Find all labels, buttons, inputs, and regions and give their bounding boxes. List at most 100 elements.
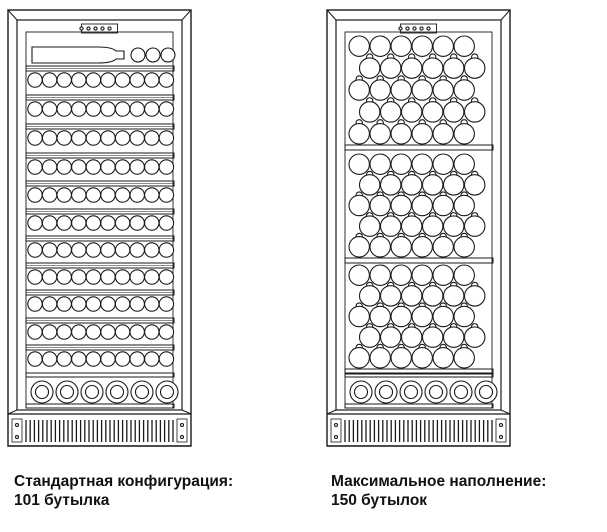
bottle-end	[100, 187, 116, 203]
bottle-end	[130, 47, 146, 63]
bottle-end	[348, 305, 370, 328]
display-shelf	[25, 403, 175, 409]
bottle-neck-ring	[109, 384, 125, 400]
bottle-end	[71, 269, 87, 285]
bottle-end	[463, 326, 486, 348]
bottle-end	[348, 123, 370, 145]
door-glass-frame	[335, 19, 502, 411]
display-shelf	[344, 372, 494, 378]
bottle-end	[85, 215, 102, 231]
bottle-end	[348, 194, 370, 217]
bottle-end	[129, 101, 145, 117]
bottle-end	[158, 130, 175, 146]
bottle-end	[400, 215, 423, 237]
bottle-end	[41, 351, 58, 367]
bottle-end	[41, 72, 58, 88]
bottle-end	[442, 174, 465, 196]
base-screw	[498, 422, 504, 428]
bottle-end	[100, 242, 116, 258]
bottle-end	[453, 236, 475, 258]
bottle-end	[144, 159, 160, 175]
bottle-end	[114, 351, 131, 367]
bottle-end	[129, 269, 145, 285]
bottle-end	[27, 72, 43, 88]
bottle-end	[100, 324, 116, 340]
bottle-end	[390, 264, 412, 286]
bottle-end	[144, 242, 160, 258]
bottle-end	[27, 324, 43, 340]
bottle-end	[56, 269, 72, 285]
bottle-end	[129, 324, 145, 340]
frame-corner	[7, 409, 18, 415]
bottle-end	[390, 153, 412, 175]
bottle-end	[432, 194, 454, 217]
bottle-end	[453, 79, 475, 101]
control-button	[405, 26, 410, 31]
bottle-end	[85, 187, 102, 203]
bottle-end	[442, 101, 465, 123]
bottle-end	[348, 264, 370, 286]
bottle-end	[432, 123, 454, 145]
frame-corner	[500, 9, 511, 21]
base-screw	[14, 434, 20, 440]
bottle-end	[432, 264, 454, 286]
bottle-end	[453, 264, 475, 286]
bottle-end	[390, 236, 412, 258]
bottle-end	[158, 324, 175, 340]
bottle-end	[379, 326, 402, 348]
bottle-end	[158, 242, 175, 258]
caption-maximum-count: 150 бутылок	[331, 492, 428, 509]
bottle-end	[463, 101, 486, 123]
bottle-end	[158, 72, 175, 88]
bottle-end	[463, 57, 486, 79]
bottle-end	[400, 57, 423, 79]
bottle-end	[56, 130, 72, 146]
frame-corner	[500, 409, 511, 415]
base-panel-right	[176, 418, 188, 443]
bottle-end	[390, 35, 412, 57]
bottle-end	[41, 159, 58, 175]
control-button	[419, 26, 424, 31]
control-button	[100, 26, 105, 31]
bottle-end	[421, 326, 444, 348]
frame-corner	[7, 9, 18, 21]
bottle-end	[56, 101, 72, 117]
bottle-end	[158, 187, 175, 203]
base-panel-right	[495, 418, 507, 443]
bottle-end	[453, 305, 475, 328]
bottle-end	[411, 264, 433, 286]
display-shelf	[25, 372, 175, 378]
bottle-neck-ring	[378, 384, 394, 400]
bottle-end	[379, 57, 402, 79]
frame-corner	[326, 9, 337, 21]
bottle-neck-ring	[353, 384, 369, 400]
bottle-end	[71, 130, 87, 146]
frame-corner	[326, 409, 337, 415]
bottle-end	[100, 130, 116, 146]
bottle-end	[348, 79, 370, 101]
bottle-end	[369, 35, 391, 57]
bottle-end	[158, 269, 175, 285]
bottle-end	[369, 305, 391, 328]
section-shelf	[344, 257, 494, 264]
bottle-end	[411, 347, 433, 369]
bottle-end	[56, 72, 72, 88]
bottle-end	[390, 194, 412, 217]
bottle-end	[100, 101, 116, 117]
bottle-end	[71, 101, 87, 117]
bottle-end	[27, 215, 43, 231]
frame-corner	[181, 409, 192, 415]
bottle-end	[85, 101, 102, 117]
bottle-end	[421, 101, 444, 123]
bottle-end	[144, 72, 160, 88]
bottle-end	[348, 236, 370, 258]
bottle-end	[41, 130, 58, 146]
bottle-end	[369, 79, 391, 101]
bottle-end	[27, 187, 43, 203]
bottle-end	[129, 187, 145, 203]
bottle-end	[129, 159, 145, 175]
bottle-end	[85, 296, 102, 312]
bottle-end	[432, 35, 454, 57]
bottle-end	[358, 215, 381, 237]
bottle-end	[411, 35, 433, 57]
